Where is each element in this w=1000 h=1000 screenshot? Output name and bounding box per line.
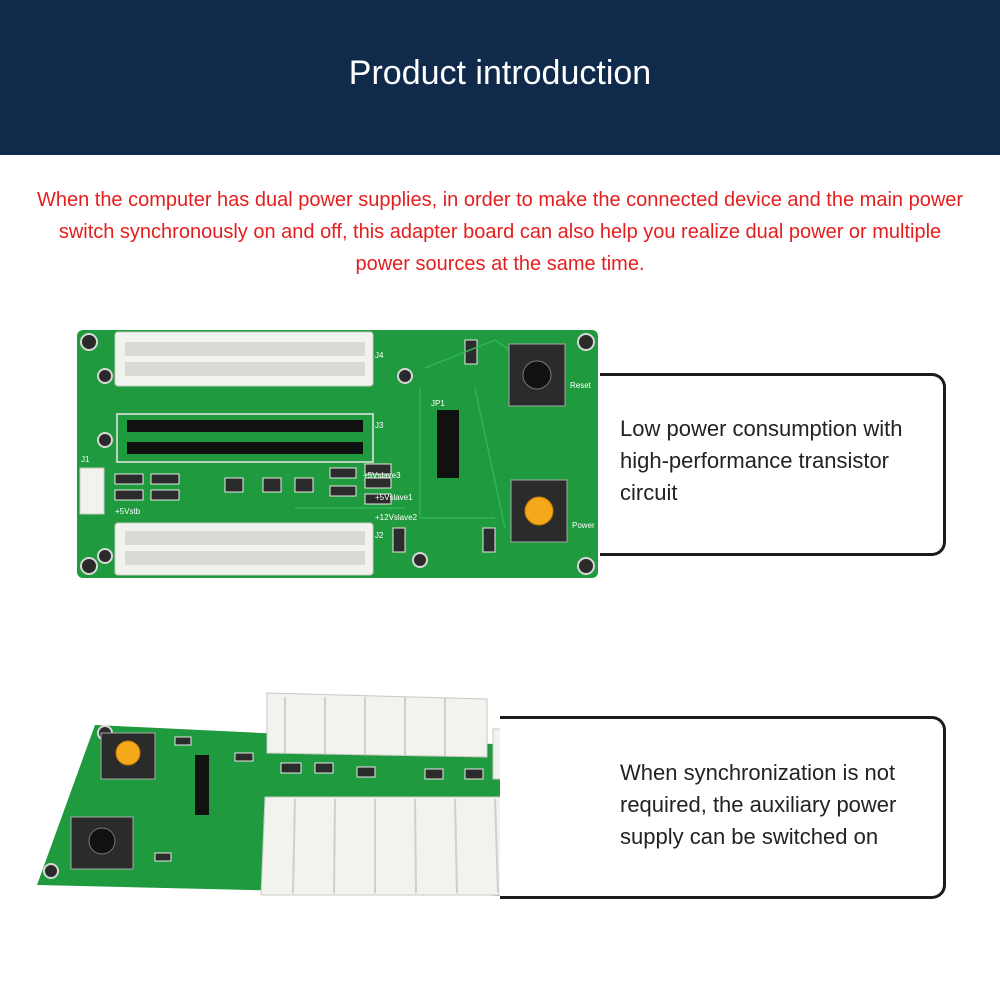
stb-label: +5Vstb xyxy=(115,507,141,516)
j4-label: J4 xyxy=(375,351,384,360)
intro-text: When the computer has dual power supplie… xyxy=(36,189,964,275)
callout-low-power-text: Low power consumption with high-performa… xyxy=(620,416,903,505)
j3-label: J3 xyxy=(375,421,384,430)
callout-auxiliary-power: When synchronization is not required, th… xyxy=(500,716,946,899)
j2-label: J2 xyxy=(375,531,384,540)
adapter-board-angled-image xyxy=(37,692,555,897)
page-title: Product introduction xyxy=(348,54,652,92)
header-banner: Product introduction xyxy=(0,0,1000,155)
slave2-label: +12Vslave2 xyxy=(375,513,418,522)
callout-low-power: Low power consumption with high-performa… xyxy=(600,373,946,556)
power-label: Power xyxy=(572,521,595,530)
reset-label: Reset xyxy=(570,381,592,390)
slave3-label: +5Vslave3 xyxy=(363,471,401,480)
jp1-label: JP1 xyxy=(431,399,445,408)
slave1-label: +5Vslave1 xyxy=(375,493,413,502)
j1-label: J1 xyxy=(81,455,90,464)
adapter-board-front-image: J4 J3 J2 J1 JP1 Reset Power +5Vslave3 +5… xyxy=(77,330,598,578)
callout-auxiliary-power-text: When synchronization is not required, th… xyxy=(620,760,897,849)
